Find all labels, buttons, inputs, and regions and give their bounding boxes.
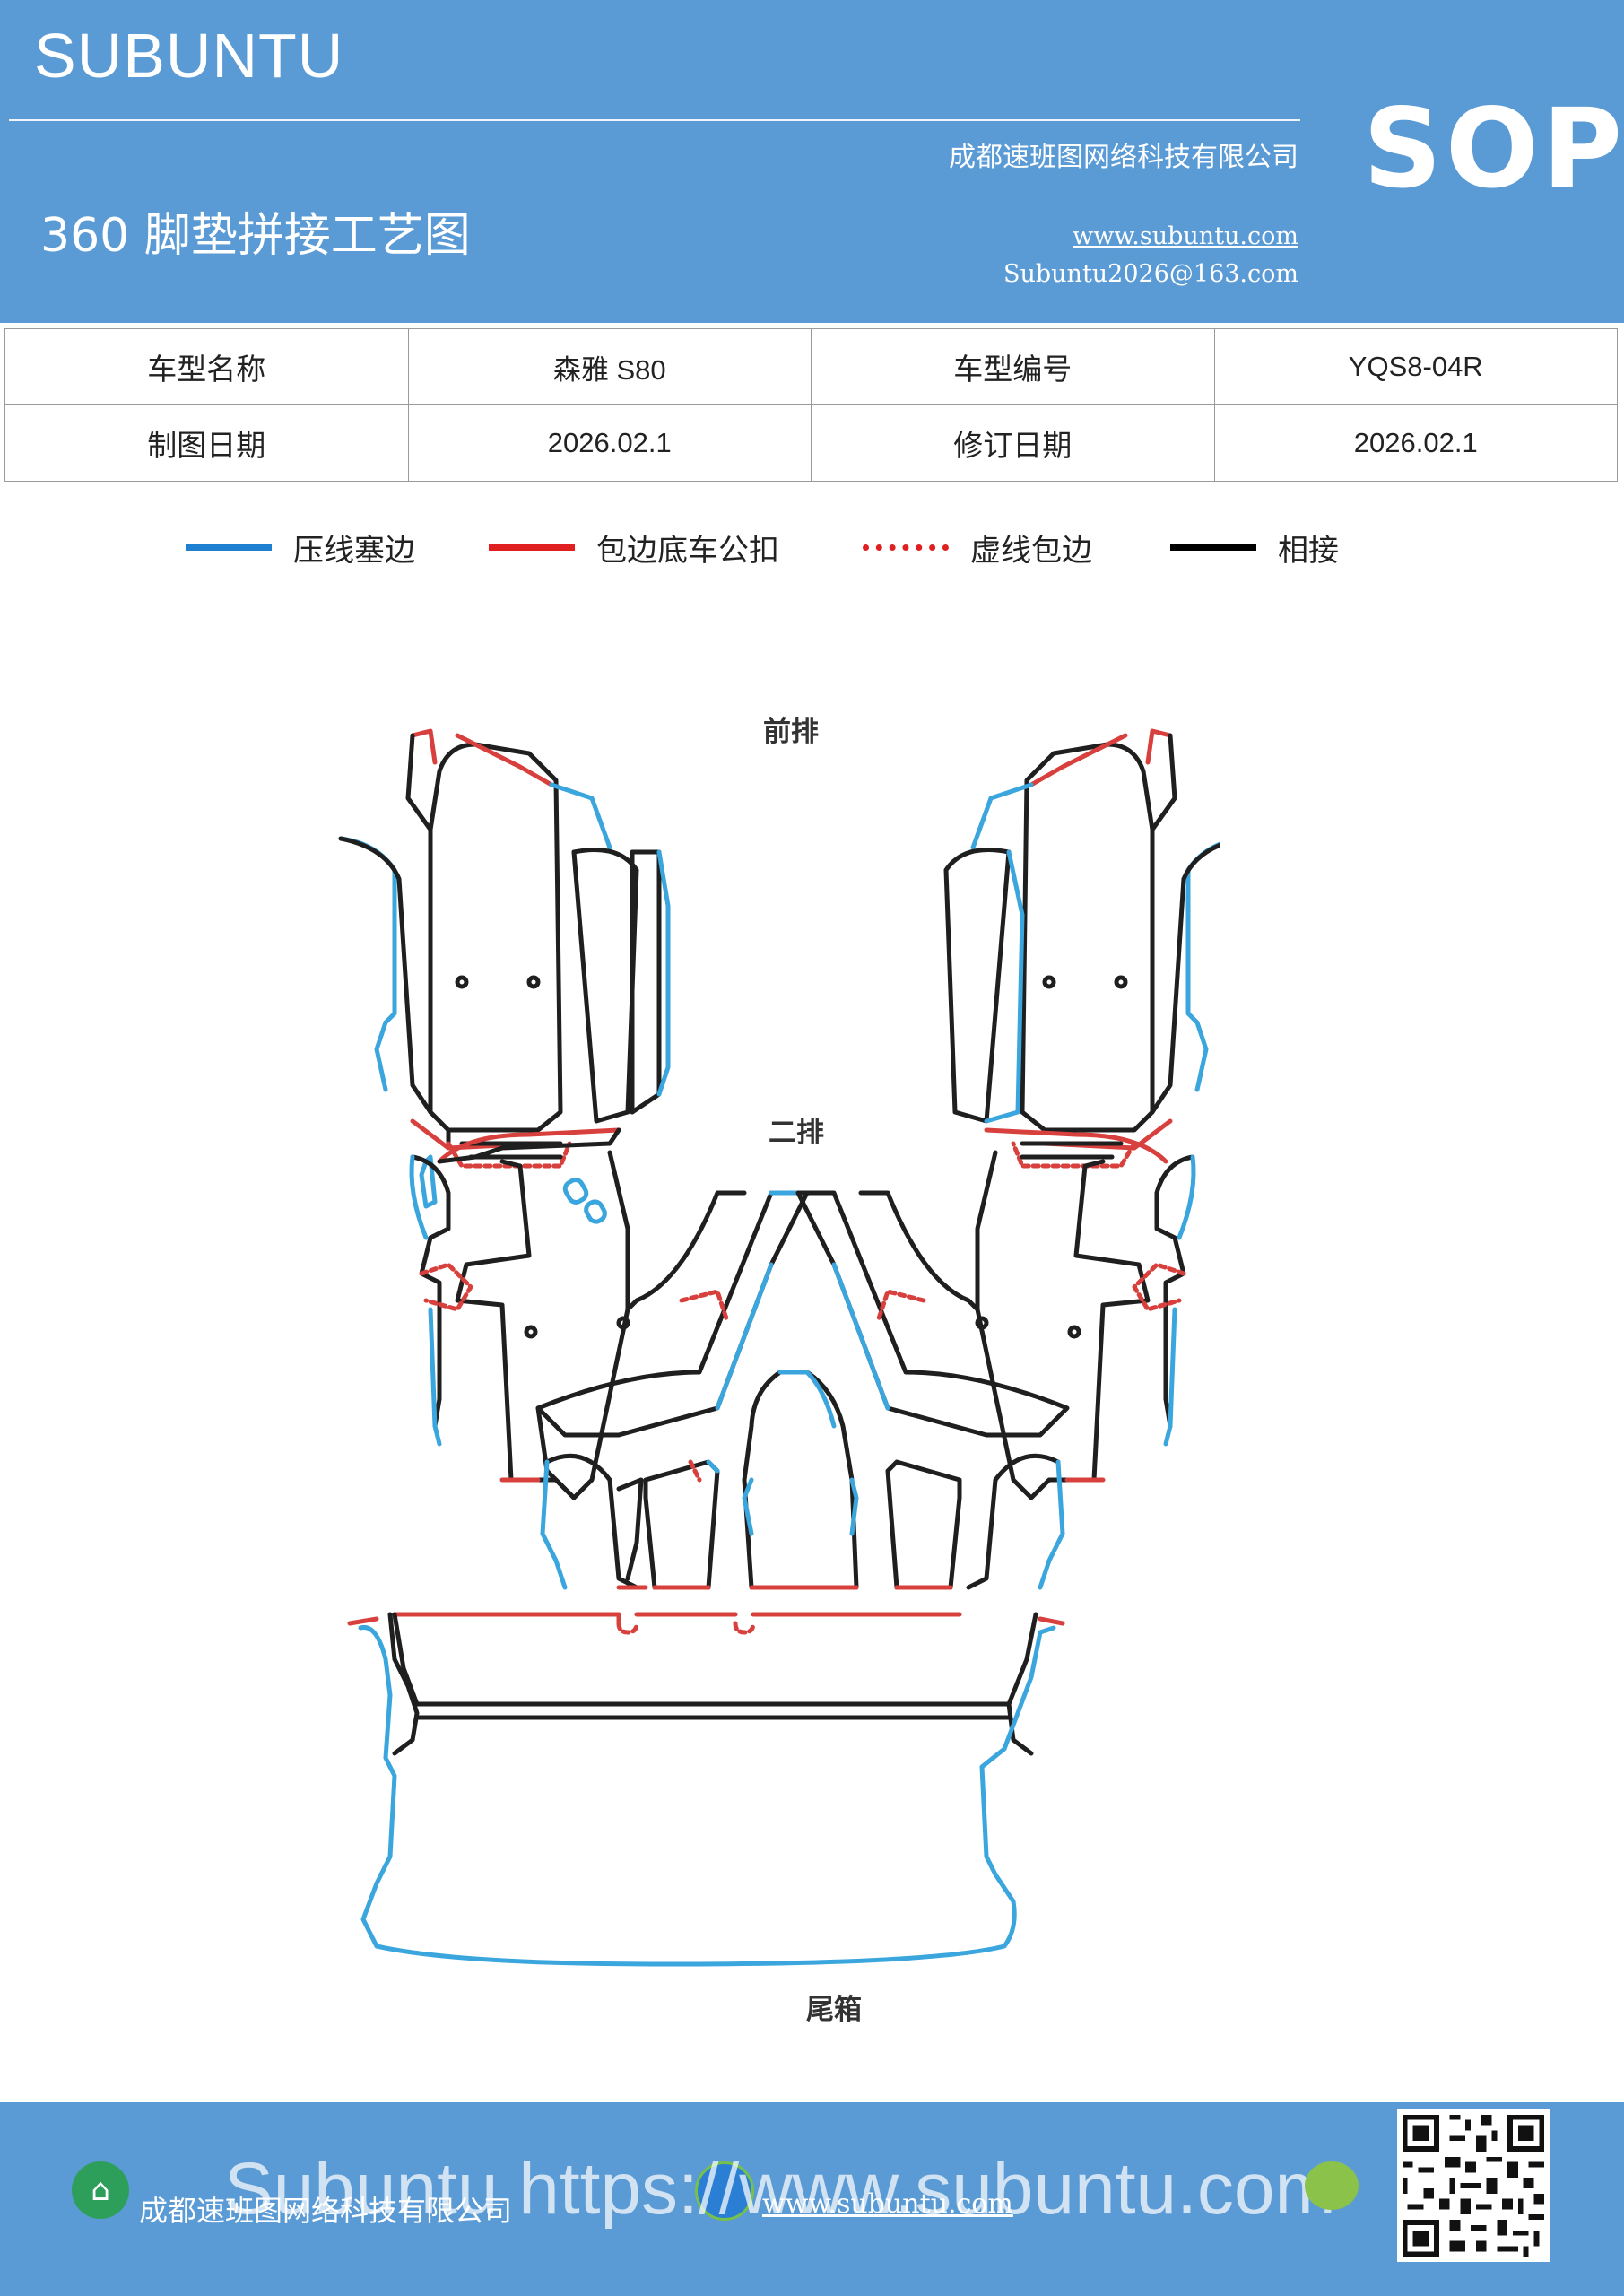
floor-mat-diagram: [338, 728, 1220, 1967]
brand-logo-text: SUBUNTU: [34, 21, 344, 91]
legend-label: 虚线包边: [970, 532, 1092, 569]
trunk-mat: [347, 1612, 1065, 1967]
model-code-value: YQS8-04R: [1213, 328, 1618, 405]
trunk-label: 尾箱: [806, 1994, 862, 2026]
footer-website-link[interactable]: www.subuntu.com: [762, 2188, 1013, 2220]
front-right-mat: [943, 728, 1220, 1169]
wechat-icon: [1305, 2161, 1359, 2210]
legend-swatch: [489, 544, 575, 551]
qr-code-icon: [1397, 2109, 1550, 2262]
footer-company: 成都速班图网络科技有限公司: [139, 2194, 513, 2228]
legend-item-join: 相接: [1170, 520, 1339, 574]
legend-swatch: [186, 544, 272, 551]
vehicle-info-table: 车型名称 森雅 S80 车型编号 YQS8-04R 制图日期 2026.02.1…: [4, 328, 1618, 482]
second-row-right-mat: [795, 1127, 1196, 1590]
legend-item-dashed-edge: 虚线包边: [863, 520, 1092, 574]
front-row-label: 前排: [763, 716, 819, 748]
second-row-label: 二排: [769, 1117, 824, 1149]
legend-swatch: [863, 544, 949, 551]
revise-date-value: 2026.02.1: [1213, 404, 1618, 482]
header-email: Subuntu2026@163.com: [1003, 260, 1298, 288]
table-row: 车型名称 森雅 S80 车型编号 YQS8-04R: [4, 328, 1618, 405]
header-website-link[interactable]: www.subuntu.com: [1073, 222, 1298, 250]
legend-item-press-line: 压线塞边: [186, 520, 415, 574]
draw-date-label: 制图日期: [4, 404, 409, 482]
table-row: 制图日期 2026.02.1 修订日期 2026.02.1: [4, 404, 1618, 482]
second-row-left-mat: [409, 1127, 810, 1590]
revise-date-label: 修订日期: [811, 404, 1215, 482]
front-left-mat: [338, 728, 671, 1169]
legend-item-red-edge: 包边底车公扣: [489, 520, 779, 574]
model-code-label: 车型编号: [811, 328, 1215, 405]
model-name-label: 车型名称: [4, 328, 409, 405]
model-name-value: 森雅 S80: [407, 328, 812, 405]
header-divider: [9, 119, 1300, 121]
sop-badge: SOP: [1363, 85, 1624, 213]
legend-label: 包边底车公扣: [596, 532, 779, 569]
legend-swatch: [1170, 544, 1256, 551]
legend-label: 压线塞边: [293, 532, 415, 569]
legend-label: 相接: [1278, 532, 1339, 569]
document-title: 360 脚垫拼接工艺图: [40, 209, 471, 263]
header-company: 成都速班图网络科技有限公司: [949, 142, 1298, 173]
building-icon: ⌂: [72, 2161, 129, 2219]
footer-watermark: Subuntu https://www.subuntu.com: [224, 2148, 1336, 2230]
line-legend: 压线塞边 包边底车公扣 虚线包边 相接: [0, 520, 1624, 574]
draw-date-value: 2026.02.1: [407, 404, 812, 482]
header-banner: SUBUNTU 成都速班图网络科技有限公司 SOP 360 脚垫拼接工艺图 ww…: [0, 0, 1624, 323]
second-row-center-mat: [742, 1370, 859, 1590]
footer-banner: ⌂ 成都速班图网络科技有限公司 www.subuntu.com Subuntu …: [0, 2102, 1624, 2296]
globe-icon: [695, 2161, 754, 2221]
